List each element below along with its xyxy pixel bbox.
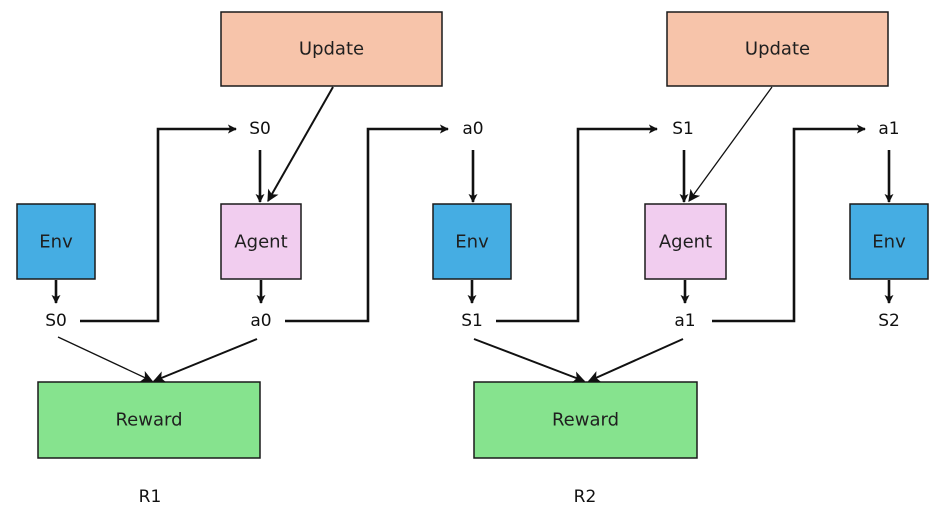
reward-box-2: Reward [473,381,698,459]
update-box-2: Update [666,11,889,87]
node-s1-top: S1 [672,119,694,139]
agent-label-2: Agent [659,232,712,253]
env-label-1: Env [39,232,73,253]
arrow-s1-to-reward-2 [473,338,586,383]
node-s0-top: S0 [249,119,271,139]
arrow-update-to-agent-2 [688,86,773,202]
connector-a1-to-a1 [712,124,866,323]
agent-box-1: Agent [220,203,302,280]
connector-a0-to-a0 [285,124,449,323]
reward-box-1: Reward [37,381,261,459]
reward-label-2: Reward [552,410,619,431]
node-s2-bottom: S2 [878,311,900,331]
arrow-s0-to-reward-1 [57,336,154,382]
update-box-1: Update [220,11,443,87]
arrow-update-to-agent-1 [267,86,334,203]
node-a1-bottom: a1 [674,311,695,331]
node-a1-top: a1 [878,119,899,139]
connector-s1-to-s1 [496,124,658,323]
env-box-2: Env [432,203,512,280]
agent-label-1: Agent [234,232,287,253]
node-s1-bottom: S1 [461,311,483,331]
arrow-a1-to-reward-2 [587,338,684,383]
connector-s0-to-s0 [80,124,237,323]
arrow-a0-to-reward-1 [152,338,258,383]
reward-period-r1: R1 [139,487,162,507]
reward-period-r2: R2 [574,487,597,507]
node-a0-top: a0 [462,119,483,139]
update-label-2: Update [745,39,810,60]
reward-label-1: Reward [115,410,182,431]
env-label-3: Env [872,232,906,253]
agent-box-2: Agent [644,203,727,280]
node-s0-bottom: S0 [45,311,67,331]
node-a0-bottom: a0 [250,311,271,331]
env-box-3: Env [849,203,929,280]
env-box-1: Env [16,203,96,280]
update-label-1: Update [299,39,364,60]
env-label-2: Env [455,232,489,253]
